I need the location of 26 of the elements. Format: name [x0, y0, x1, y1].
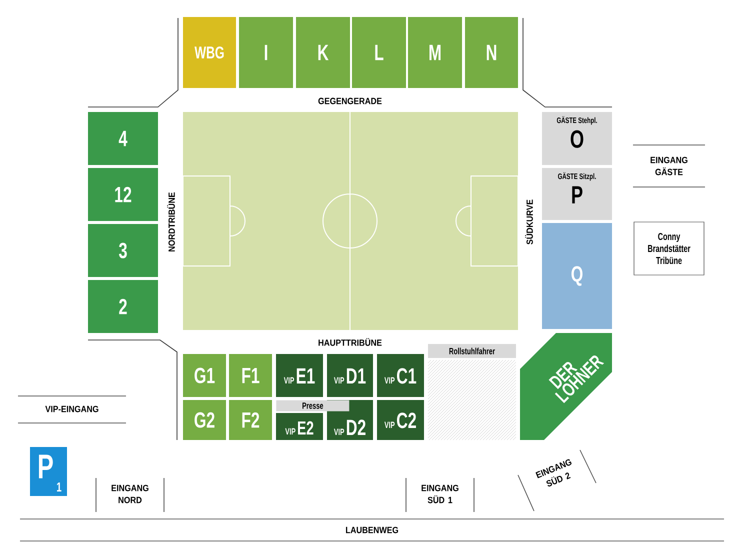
area-label: NORDTRIBÜNE	[167, 192, 175, 252]
seating-block: WBG	[183, 17, 236, 88]
area-label: SÜDKURVE	[525, 200, 533, 244]
seating-block: 4	[88, 112, 158, 165]
seating-block: K	[296, 17, 350, 88]
area-label: LAUBENWEG	[346, 526, 398, 534]
seating-block: 12	[88, 168, 158, 221]
seating-block: Q	[542, 223, 612, 329]
press-area: Presse	[276, 400, 350, 412]
parking-sign: P 1	[30, 447, 67, 496]
seating-block: I	[239, 17, 293, 88]
seating-block: 2	[88, 280, 158, 333]
seating-block: F1	[229, 354, 272, 397]
seating-block: F2	[229, 400, 272, 440]
area-label: GEGENGERADE	[318, 98, 382, 104]
seating-block: 3	[88, 224, 158, 277]
area-label: HAUPTTRIBÜNE	[318, 338, 382, 346]
seating-block: GÄSTE Sitzpl. P	[542, 168, 612, 220]
seating-block: G2	[183, 400, 226, 440]
seating-block: GÄSTE Stehpl. O	[542, 112, 612, 165]
seating-block: M	[408, 17, 462, 88]
stand-name-box: Conny Brandstätter Tribüne	[634, 222, 704, 276]
seating-block: G1	[183, 354, 226, 397]
wheelchair-area: Rollstuhlfahrer	[428, 344, 516, 358]
seating-block: N	[465, 17, 518, 88]
seating-block: L	[352, 17, 406, 88]
